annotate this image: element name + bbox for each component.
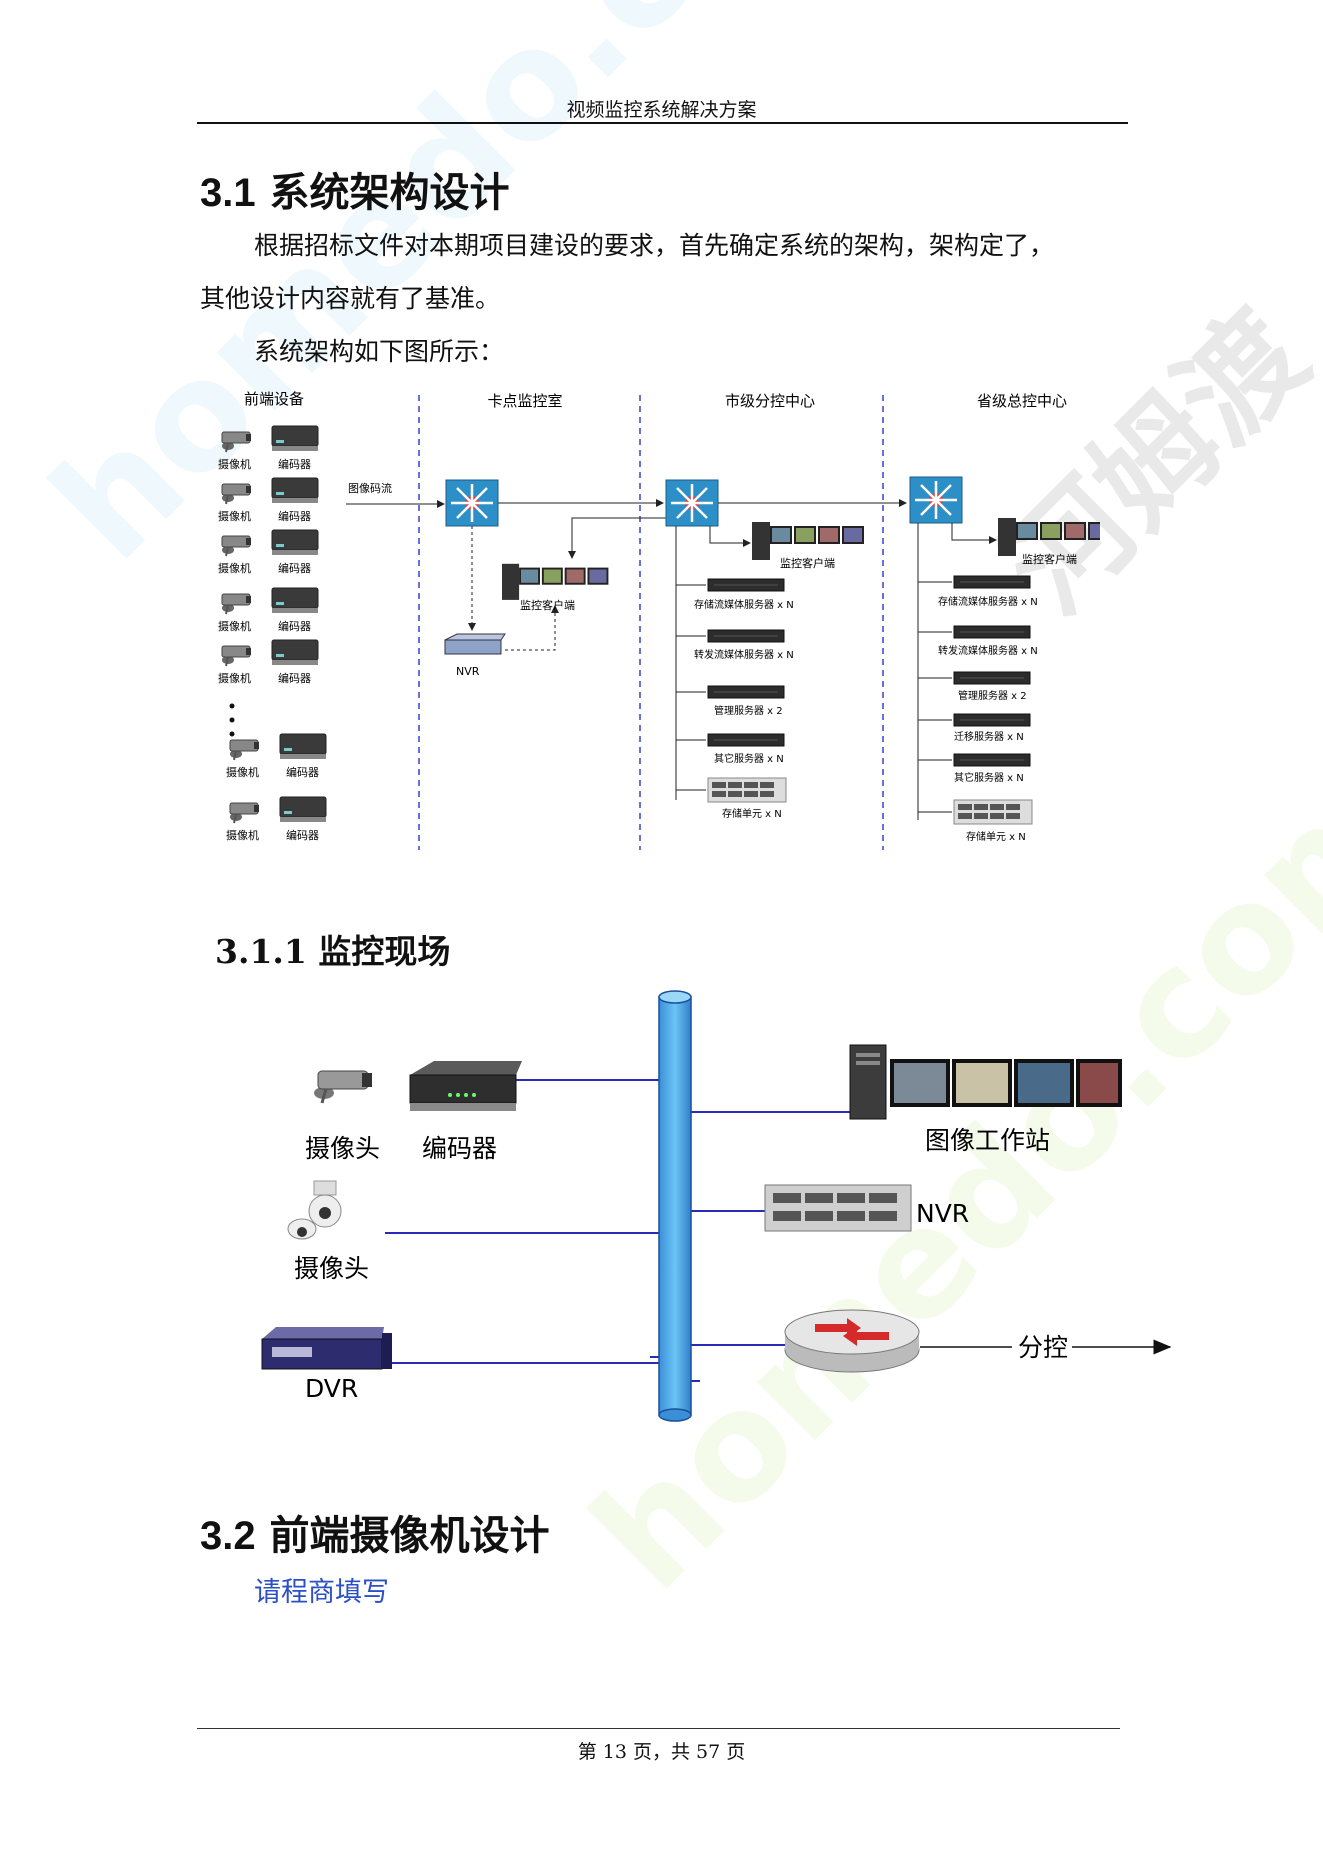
bullet-camera-icon [314, 1070, 372, 1104]
checkpoint-client-icon [502, 563, 609, 600]
city-switch-icon [664, 478, 720, 528]
svg-text:存储流媒体服务器 x N: 存储流媒体服务器 x N [938, 595, 1038, 608]
column-checkpoint-title: 卡点监控室 [487, 392, 562, 410]
city-client-icon [752, 522, 864, 560]
svg-text:转发流媒体服务器 x N: 转发流媒体服务器 x N [694, 648, 794, 661]
nvr-icon [444, 633, 506, 655]
client-label: 监控客户端 [520, 598, 575, 612]
footer-divider [197, 1728, 1120, 1729]
stream-label: 图像码流 [348, 481, 392, 495]
column-city-title: 市级分控中心 [725, 392, 815, 410]
encoder-label: 编码器 [278, 671, 311, 685]
section-title: 前端摄像机设计 [269, 1512, 550, 1559]
section-title: 系统架构设计 [269, 169, 510, 216]
paragraph-line: 根据招标文件对本期项目建设的要求，首先确定系统的架构，架构定了， [254, 231, 1055, 260]
header-divider [197, 122, 1128, 124]
page-header-title: 视频监控系统解决方案 [566, 99, 757, 121]
column-province-title: 省级总控中心 [977, 392, 1067, 410]
workstation-label: 图像工作站 [925, 1126, 1050, 1155]
section-3-2-heading: 3.2 前端摄像机设计 [200, 1503, 550, 1561]
svg-text:其它服务器 x N: 其它服务器 x N [954, 771, 1024, 784]
encoder-label: 编码器 [286, 828, 319, 842]
monitoring-site-diagram: 摄像头 编码器 摄像头 DVR 图像工作站 [261, 990, 1172, 1422]
svg-text:存储流媒体服务器 x N: 存储流媒体服务器 x N [694, 598, 794, 611]
svg-text:存储单元 x N: 存储单元 x N [722, 807, 782, 820]
paragraph-line: 系统架构如下图所示： [254, 337, 505, 366]
dome-camera-icon [287, 1180, 342, 1240]
camera-label: 摄像机 [218, 509, 251, 523]
camera-label: 摄像头 [305, 1134, 380, 1163]
fill-in-placeholder-link[interactable]: 请程商填写 [254, 1577, 389, 1608]
svg-text:管理服务器 x 2: 管理服务器 x 2 [958, 689, 1027, 702]
camera-label: 摄像机 [218, 457, 251, 471]
encoder-label: 编码器 [286, 765, 319, 779]
paragraph-line: 其他设计内容就有了基准。 [200, 284, 501, 313]
dvr-label: DVR [305, 1374, 358, 1403]
svg-text:其它服务器 x N: 其它服务器 x N [714, 752, 784, 765]
section-number: 3.1.1 [215, 932, 307, 971]
section-number: 3.1 [200, 171, 256, 215]
camera-label: 摄像机 [218, 671, 251, 685]
network-backbone [658, 990, 692, 1422]
section-title: 监控现场 [318, 932, 451, 971]
client-label: 监控客户端 [780, 556, 835, 570]
front-device-list: 摄像机编码器 摄像机编码器 摄像机编码器 摄像机编码器 摄像机编码器 摄像机编码… [218, 425, 327, 842]
encoder-icon [409, 1061, 522, 1111]
column-front-title: 前端设备 [244, 390, 304, 408]
encoder-label: 编码器 [278, 561, 311, 575]
section-3-1-1-heading: 3.1.1 监控现场 [215, 925, 450, 973]
dvr-icon [261, 1327, 392, 1370]
camera-label: 摄像机 [218, 619, 251, 633]
dome-camera-label: 摄像头 [294, 1254, 369, 1283]
router-icon [784, 1309, 920, 1373]
section-number: 3.2 [200, 1514, 256, 1558]
section-3-1-heading: 3.1 系统架构设计 [200, 160, 510, 218]
checkpoint-switch-icon [444, 478, 500, 528]
camera-label: 摄像机 [218, 561, 251, 575]
province-switch-icon [908, 475, 964, 525]
city-server-list: 存储流媒体服务器 x N 转发流媒体服务器 x N 管理服务器 x 2 其它服务… [676, 578, 794, 820]
workstation-icon [849, 1044, 1122, 1120]
svg-text:迁移服务器 x N: 迁移服务器 x N [954, 730, 1024, 743]
encoder-label: 编码器 [422, 1134, 497, 1163]
camera-label: 摄像机 [226, 828, 259, 842]
svg-text:管理服务器 x 2: 管理服务器 x 2 [714, 704, 783, 717]
svg-text:存储单元 x N: 存储单元 x N [966, 830, 1026, 843]
encoder-label: 编码器 [278, 619, 311, 633]
svg-text:转发流媒体服务器 x N: 转发流媒体服务器 x N [938, 644, 1038, 657]
nvr-label: NVR [456, 665, 480, 678]
encoder-label: 编码器 [278, 509, 311, 523]
province-client-icon [998, 518, 1100, 556]
branch-control-label: 分控 [1018, 1333, 1068, 1362]
nvr-icon [764, 1184, 912, 1232]
architecture-diagram: 前端设备 卡点监控室 市级分控中心 省级总控中心 摄像机编码器 摄像机编码器 摄… [218, 390, 1100, 850]
province-server-list: 存储流媒体服务器 x N 转发流媒体服务器 x N 管理服务器 x 2 迁移服务… [918, 575, 1038, 843]
camera-label: 摄像机 [226, 765, 259, 779]
encoder-label: 编码器 [278, 457, 311, 471]
nvr-label: NVR [916, 1199, 969, 1228]
page-number: 第 13 页，共 57 页 [577, 1741, 746, 1763]
client-label: 监控客户端 [1022, 552, 1077, 566]
